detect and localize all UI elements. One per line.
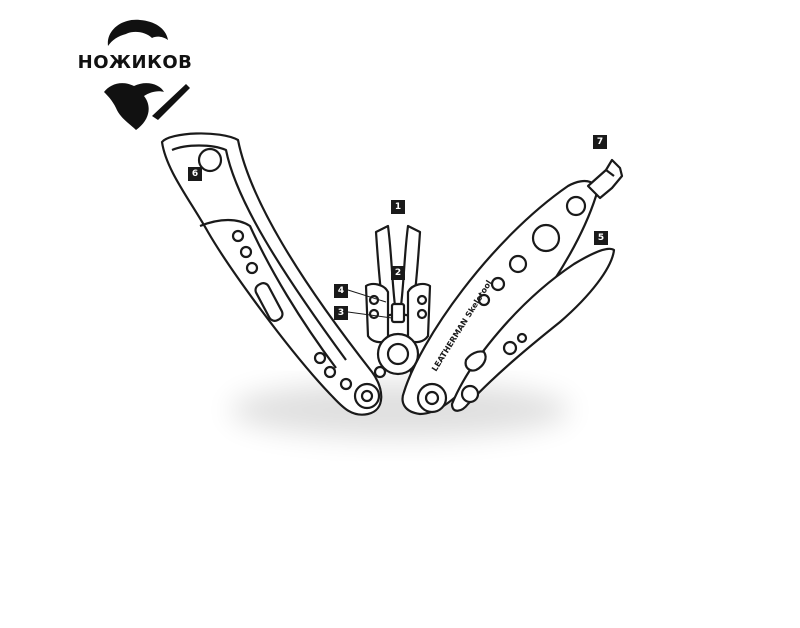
right-handle: [401, 158, 624, 416]
callout-7: 7: [593, 135, 607, 149]
callout-4-leader: [347, 289, 387, 303]
callout-6: 6: [188, 167, 202, 181]
callout-2: 2: [391, 266, 405, 280]
callout-4: 4: [334, 284, 348, 298]
logo-text: НОЖИКОВ: [77, 52, 193, 73]
callout-3-leader: [347, 311, 393, 319]
callout-3: 3: [334, 306, 348, 320]
knife-blade: [450, 247, 616, 412]
logo-hair-icon: [104, 19, 190, 130]
pliers: [364, 224, 432, 379]
callout-5: 5: [594, 231, 608, 245]
brand-logo: НОЖИКОВ: [70, 8, 200, 138]
callout-1: 1: [391, 200, 405, 214]
left-handle: [160, 132, 383, 416]
